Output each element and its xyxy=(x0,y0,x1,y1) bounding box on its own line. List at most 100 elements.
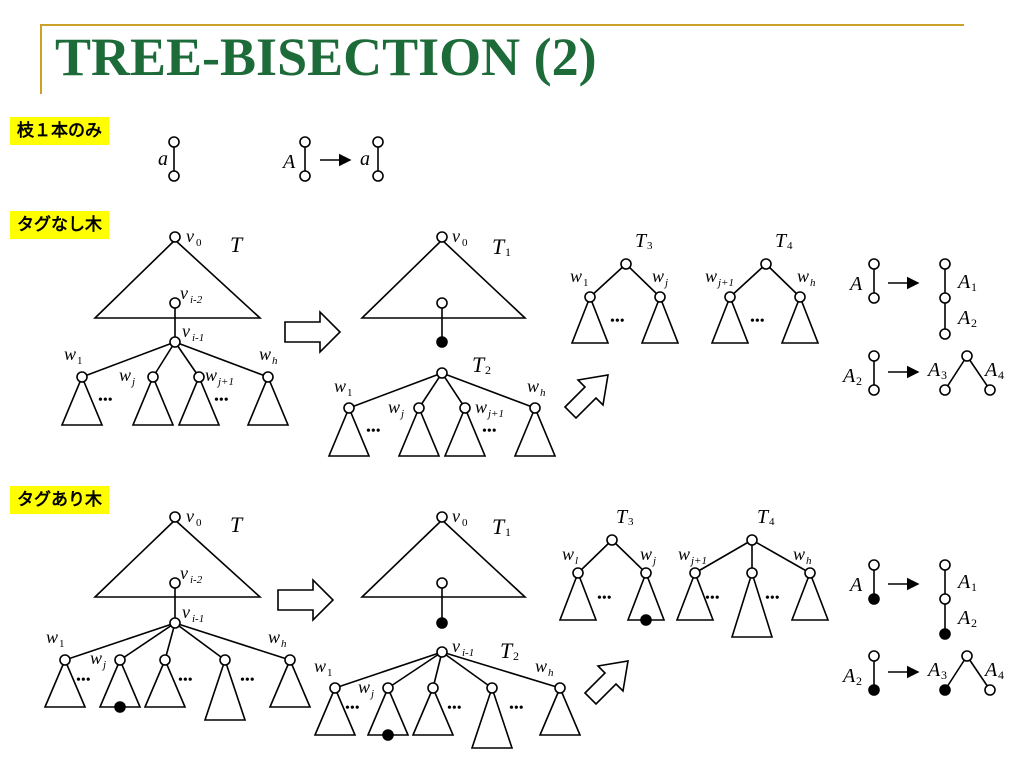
label-A: A xyxy=(848,273,863,295)
diagram-label: w xyxy=(652,266,664,286)
diagram-label: w xyxy=(314,656,326,676)
diagram-label: v xyxy=(180,563,188,583)
diagram-label: ••• xyxy=(240,673,255,688)
diagram-label: w xyxy=(527,376,539,396)
diagram-label: A xyxy=(956,607,971,629)
diagram-label: w xyxy=(678,544,690,564)
no-tag-T4-tree xyxy=(710,258,820,344)
diagram-label: w xyxy=(334,376,346,396)
diagram-label: w xyxy=(793,544,805,564)
diagram-label: ••• xyxy=(366,424,381,439)
label-A2: A xyxy=(956,307,971,329)
diagram-label: A xyxy=(841,665,856,687)
label-v0-left: v xyxy=(186,226,194,246)
diagram-label: ••• xyxy=(597,591,612,606)
diagram-label: 3 xyxy=(941,668,947,682)
diagram-label: ••• xyxy=(76,673,91,688)
diagram-label: 3 xyxy=(647,240,653,252)
diagram-label: 4 xyxy=(998,368,1004,382)
hollow-arrow-right-icon xyxy=(277,578,335,622)
label-w1: w xyxy=(64,344,76,364)
diagram-label: 4 xyxy=(998,668,1004,682)
diagram-label: w xyxy=(570,266,582,286)
diagram-label: 1 xyxy=(505,525,511,539)
diagram-label: j xyxy=(130,376,135,388)
section-label-with-tag: タグあり木 xyxy=(10,486,109,515)
label-a-right: a xyxy=(360,148,370,170)
with-tag-T3-tree xyxy=(558,534,666,626)
diagram-label: w xyxy=(388,397,400,417)
diagram-label: w xyxy=(705,266,717,286)
diagram-label: 1 xyxy=(971,580,977,594)
diagram-label: w xyxy=(562,544,574,564)
diagram-label: v xyxy=(452,506,460,526)
diagram-label: v xyxy=(182,602,190,622)
diagram-label: 3 xyxy=(628,516,634,528)
diagram-label: ••• xyxy=(765,591,780,606)
label-A3: A xyxy=(926,359,941,381)
diagram-label: i-2 xyxy=(190,574,203,586)
with-tag-left-tree xyxy=(43,511,312,721)
no-tag-T1-tree xyxy=(360,231,528,348)
diagram-label: 2 xyxy=(856,374,862,388)
diagram-label: h xyxy=(806,555,812,567)
diagram-label: h xyxy=(540,387,546,399)
no-tag-T3-tree xyxy=(570,258,680,344)
diagram-label: ••• xyxy=(610,314,625,329)
diagram-label: T xyxy=(230,512,244,537)
hollow-arrow-diagonal-icon xyxy=(563,374,609,420)
diagram-label: v xyxy=(186,506,194,526)
diagram-label: w xyxy=(90,648,102,668)
label-wj: w xyxy=(119,365,131,385)
diagram-label: ••• xyxy=(750,314,765,329)
with-tag-T2-tree xyxy=(313,646,582,749)
title-rule xyxy=(40,24,964,26)
diagram-label: i-1 xyxy=(192,613,204,625)
diagram-label: ••• xyxy=(482,424,497,439)
diagram-label: w xyxy=(358,677,370,697)
diagram-label: i-1 xyxy=(462,647,474,659)
diagram-label: j xyxy=(663,277,668,289)
label-T3: T xyxy=(635,230,648,252)
diagram-label: 0 xyxy=(462,517,468,529)
diagram-label: h xyxy=(548,667,554,679)
diagram-label: 4 xyxy=(787,240,793,252)
diagram-label: 1 xyxy=(327,667,333,679)
diagram-label: T xyxy=(616,506,629,528)
label-wj1: w xyxy=(205,365,217,385)
diagram-label: 4 xyxy=(769,516,775,528)
diagram-label: w xyxy=(535,656,547,676)
label-T1: T xyxy=(492,234,506,259)
diagram-label: A xyxy=(956,571,971,593)
with-tag-rules xyxy=(868,559,996,696)
diagram-label: j+1 xyxy=(216,376,234,388)
label-A-single: A xyxy=(281,151,296,173)
diagram-label: w xyxy=(640,544,652,564)
diagram-label: 2 xyxy=(971,316,977,330)
diagram-label: j xyxy=(651,555,656,567)
diagram-label: 1 xyxy=(59,638,65,650)
label-T4: T xyxy=(775,230,788,252)
diagram-label: j xyxy=(369,688,374,700)
diagram-label: 1 xyxy=(505,245,511,259)
diagram-label: h xyxy=(810,277,816,289)
diagram-label: w xyxy=(46,627,58,647)
diagram-label: 2 xyxy=(513,649,519,663)
diagram-label: T xyxy=(757,506,770,528)
section-label-no-tag: タグなし木 xyxy=(10,211,109,240)
label-A2b: A xyxy=(841,365,856,387)
diagram-label: w xyxy=(797,266,809,286)
ellipsis: ••• xyxy=(214,393,229,408)
diagram-label: 2 xyxy=(485,363,491,377)
no-tag-left-tree xyxy=(60,231,290,426)
diagram-label: w xyxy=(475,397,487,417)
diagram-label: ••• xyxy=(447,701,462,716)
diagram-label: A xyxy=(926,659,941,681)
diagram-label: 0 xyxy=(462,237,468,249)
diagram-label: 1 xyxy=(583,277,589,289)
diagram-label: j+1 xyxy=(486,408,504,420)
diagram-label: T xyxy=(492,514,506,539)
diagram-label: 1 xyxy=(971,280,977,294)
hollow-arrow-right-icon xyxy=(284,310,342,354)
